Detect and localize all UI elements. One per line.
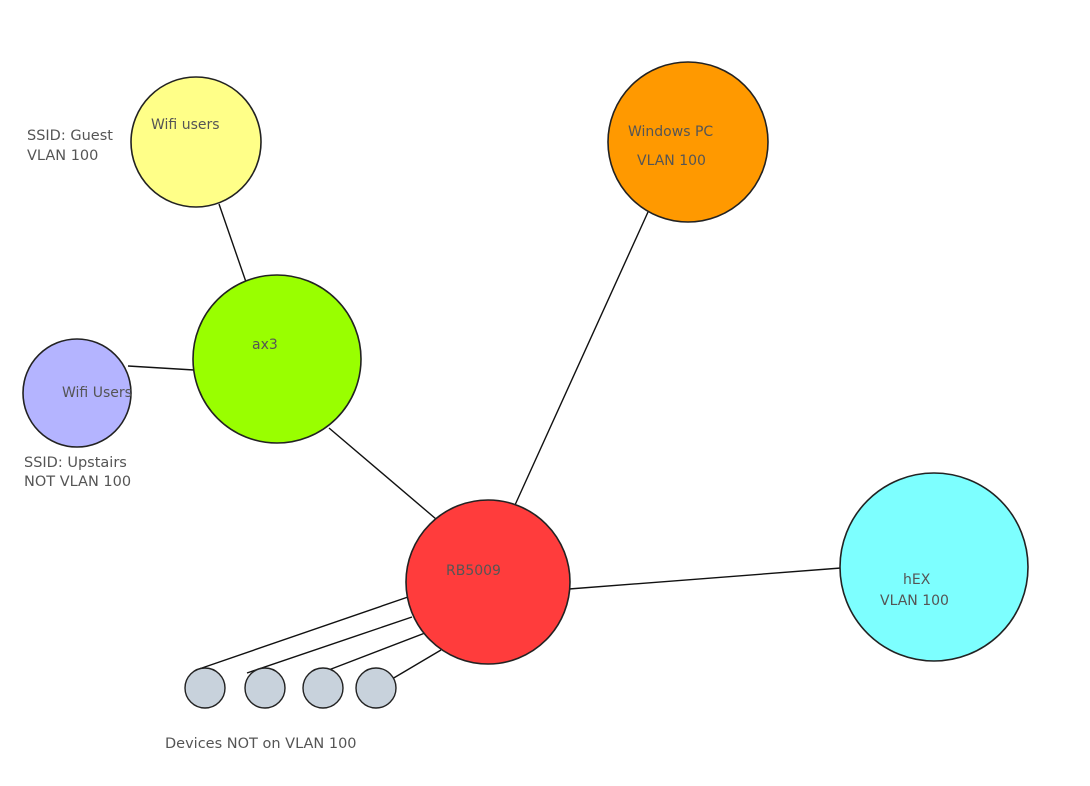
edge-rb5009-device-1 [198, 596, 409, 670]
edge-wifi-guest-ax3 [218, 203, 247, 283]
device-node-1 [184, 667, 226, 709]
node-wifi-guest: Wifi users [130, 76, 262, 208]
edge-ax3-rb5009 [328, 427, 437, 520]
guest-ssid-annotation: SSID: Guest [27, 128, 113, 144]
node-wifi-guest-label: Wifi users [151, 117, 220, 133]
node-windows-pc-circle [607, 61, 769, 223]
guest-vlan-annotation: VLAN 100 [27, 148, 98, 164]
devices-caption: Devices NOT on VLAN 100 [165, 736, 357, 752]
device-node-4 [355, 667, 397, 709]
node-hex-circle [839, 472, 1029, 662]
device-node-3 [302, 667, 344, 709]
edge-rb5009-device-4 [391, 649, 442, 680]
edge-rb5009-device-3 [325, 632, 426, 672]
node-wifi-upstairs-circle [22, 338, 132, 448]
edge-windows-pc-rb5009 [514, 211, 649, 506]
node-hex-vlan: VLAN 100 [880, 593, 949, 609]
node-rb5009-circle [405, 499, 571, 665]
edge-rb5009-device-2 [246, 616, 413, 674]
node-hex: hEX VLAN 100 [839, 472, 1029, 662]
node-wifi-upstairs-label: Wifi Users [62, 385, 132, 401]
connections [127, 203, 842, 680]
node-windows-pc-label: Windows PC [628, 124, 713, 140]
node-ax3-label: ax3 [252, 337, 278, 353]
node-ax3: ax3 [192, 274, 362, 444]
node-wifi-guest-circle [130, 76, 262, 208]
node-windows-pc: Windows PC VLAN 100 [607, 61, 769, 223]
edge-wifi-upstairs-ax3 [127, 365, 195, 371]
upstairs-vlan-annotation: NOT VLAN 100 [24, 474, 131, 490]
upstairs-ssid-annotation: SSID: Upstairs [24, 455, 127, 471]
node-rb5009: RB5009 [405, 499, 571, 665]
node-ax3-circle [192, 274, 362, 444]
node-rb5009-label: RB5009 [446, 563, 501, 579]
node-hex-label: hEX [903, 572, 931, 588]
node-windows-pc-vlan: VLAN 100 [637, 153, 706, 169]
device-node-2 [244, 667, 286, 709]
edge-rb5009-hex [568, 567, 842, 590]
node-wifi-upstairs: Wifi Users [22, 338, 132, 448]
devices-group [184, 667, 397, 709]
